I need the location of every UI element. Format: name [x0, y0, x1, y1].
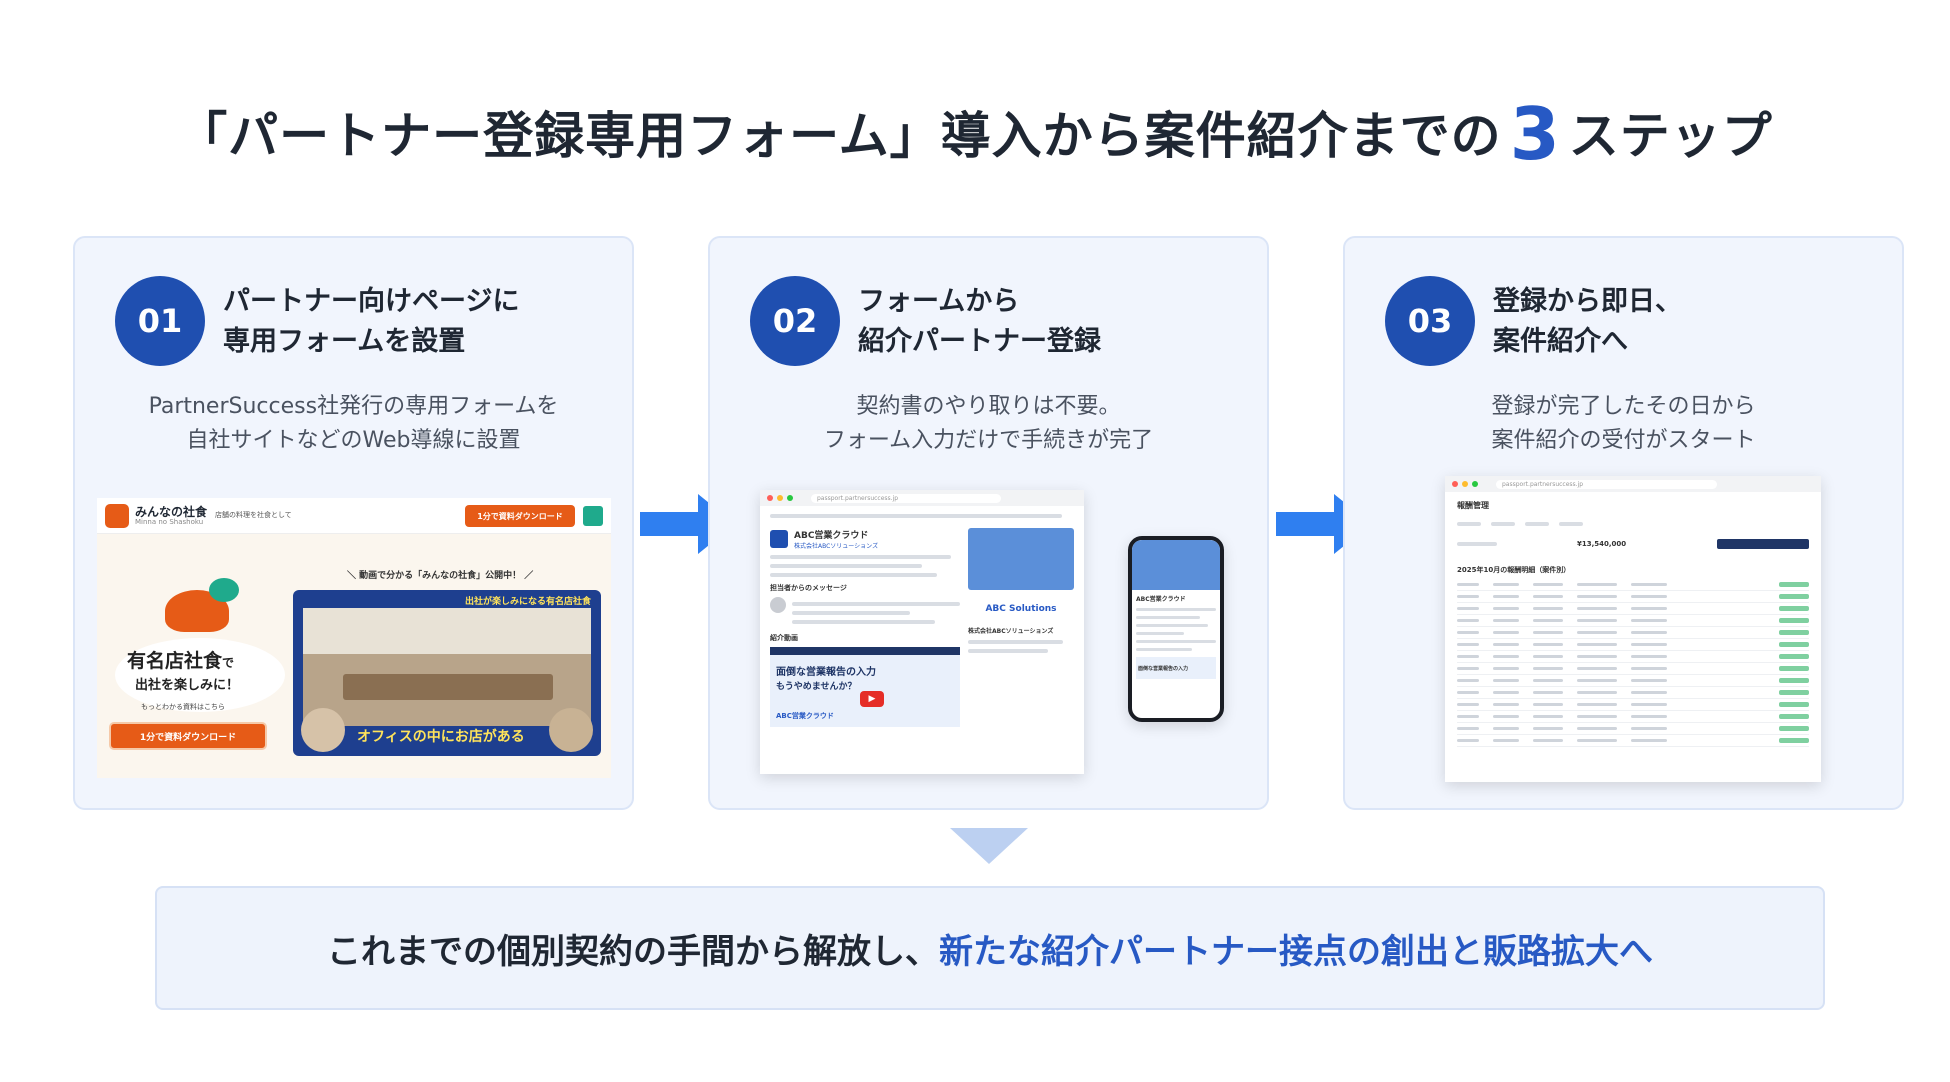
step-card-02: 02 フォームから 紹介パートナー登録 契約書のやり取りは不要。 フォーム入力だ… [708, 236, 1269, 810]
avatar [770, 597, 786, 613]
step-desc-line2: フォーム入力だけで手続きが完了 [823, 428, 1154, 453]
phone-product: ABC営業クラウド [1136, 596, 1186, 603]
video-subtitle: オフィスの中にお店がある [357, 729, 525, 745]
product-logo-icon [770, 530, 788, 548]
site-logo: みんなの社食 [135, 505, 208, 519]
dashboard-title: 報酬管理 [1457, 501, 1489, 510]
title-number: 3 [1509, 92, 1561, 176]
speaker-avatar-right [549, 708, 593, 752]
step-card-01: 01 パートナー向けページに 専用フォームを設置 PartnerSuccess社… [73, 236, 634, 810]
table-row [1457, 639, 1809, 651]
table-row [1457, 711, 1809, 723]
product-banner [968, 528, 1074, 590]
table-row [1457, 627, 1809, 639]
logo-icon [105, 504, 129, 528]
step-desc-line1: 契約書のやり取りは不要。 [856, 394, 1121, 419]
banner-text: これまでの個別契約の手間から解放し、 [327, 931, 939, 972]
browser-bar: passport.partnersuccess.jp [760, 490, 1084, 506]
title-suffix: ステップ [1568, 107, 1773, 165]
hero-headline: 有名店社食で [127, 646, 234, 673]
promo-brand: ABC営業クラウド [776, 712, 834, 720]
promo-sub: もうやめませんか？ [776, 682, 857, 692]
reward-table [1457, 579, 1809, 747]
hero-headline-main: 有名店社食 [127, 650, 223, 672]
step-desc-line2: 自社サイトなどのWeb導線に設置 [186, 428, 521, 453]
side-logo: ABC Solutions [985, 604, 1057, 614]
cta-download-button[interactable]: 1分で資料ダウンロード [109, 722, 267, 750]
step-badge: 01 [115, 276, 205, 366]
table-row [1457, 699, 1809, 711]
step-description: 登録が完了したその日から 案件紹介の受付がスタート [1345, 390, 1902, 458]
table-row [1457, 603, 1809, 615]
table-row [1457, 723, 1809, 735]
section-message: 担当者からのメッセージ [770, 584, 847, 592]
company-name: 株式会社ABCソリューションズ [794, 543, 879, 550]
hero-subline: 出社を楽しみに！ [135, 678, 240, 693]
arrow-down-icon [950, 828, 1028, 864]
step-heading-line1: パートナー向けページに [223, 286, 520, 317]
phone-promo: 面倒な営業報告の入力 [1138, 666, 1189, 672]
reward-amount: ¥13,540,000 [1577, 540, 1627, 548]
reward-dashboard-screenshot: passport.partnersuccess.jp 報酬管理 ¥13,540,… [1445, 476, 1821, 782]
speaker-avatar-left [301, 708, 345, 752]
table-row [1457, 591, 1809, 603]
video-caption: ＼ 動画で分かる「みんなの社食」公開中！ ／ [347, 571, 534, 581]
summary-banner: これまでの個別契約の手間から解放し、新たな紹介パートナー接点の創出と販路拡大へ [155, 886, 1825, 1010]
step-desc-line1: 登録が完了したその日から [1491, 394, 1756, 419]
play-icon[interactable]: ▶ [860, 691, 884, 707]
step-heading-line1: フォームから [858, 286, 1020, 317]
site-tagline: 店舗の料理を社食として [215, 511, 292, 519]
browser-url: passport.partnersuccess.jp [1496, 479, 1718, 489]
step-badge: 03 [1385, 276, 1475, 366]
more-link[interactable]: もっとわかる資料はこちら [141, 703, 225, 711]
headline-bubble [115, 638, 285, 712]
browser-bar: passport.partnersuccess.jp [1445, 476, 1821, 492]
table-row [1457, 687, 1809, 699]
phone-banner [1132, 540, 1220, 590]
table-row [1457, 651, 1809, 663]
dashboard-action-button[interactable] [1717, 539, 1809, 549]
form-desktop-screenshot: passport.partnersuccess.jp ABC営業クラウド 株式会… [760, 490, 1084, 774]
section-video: 紹介動画 [770, 634, 798, 642]
title-main: 「パートナー登録専用フォーム」導入から案件紹介までの [177, 107, 1502, 165]
header-download-button[interactable]: 1分で資料ダウンロード [465, 505, 575, 527]
hero-headline-suffix: で [222, 656, 235, 670]
step-card-03: 03 登録から即日、 案件紹介へ 登録が完了したその日から 案件紹介の受付がスタ… [1343, 236, 1904, 810]
video-frame [303, 608, 591, 726]
video-title: 出社が楽しみになる有名店社食 [464, 597, 591, 607]
form-phone-screenshot: ABC営業クラウド 面倒な営業報告の入力 [1128, 536, 1224, 722]
menu-icon[interactable] [583, 506, 603, 526]
step-heading-line1: 登録から即日、 [1493, 286, 1682, 317]
site-logo-sub: Minna no Shashoku [135, 518, 204, 526]
step-desc-line1: PartnerSuccess社発行の専用フォームを [148, 394, 559, 419]
step-description: 契約書のやり取りは不要。 フォーム入力だけで手続きが完了 [710, 390, 1267, 458]
partner-site-screenshot: みんなの社食 Minna no Shashoku 店舗の料理を社食として 1分で… [97, 498, 611, 778]
step-heading: 登録から即日、 案件紹介へ [1493, 282, 1682, 362]
table-row [1457, 615, 1809, 627]
step-heading-line2: 案件紹介へ [1493, 326, 1628, 357]
step-heading-line2: 紹介パートナー登録 [858, 326, 1101, 357]
banner-highlight: 新たな紹介パートナー接点の創出と販路拡大へ [939, 931, 1653, 972]
product-name: ABC営業クラウド [794, 531, 869, 541]
video-player[interactable]: 出社が楽しみになる有名店社食 オフィスの中にお店がある [293, 590, 601, 756]
side-company: 株式会社ABCソリューションズ [968, 628, 1054, 635]
step-heading: フォームから 紹介パートナー登録 [858, 282, 1101, 362]
heart-bubble-icon [209, 578, 239, 602]
step-badge: 02 [750, 276, 840, 366]
step-desc-line2: 案件紹介の受付がスタート [1491, 428, 1756, 453]
promo-title: 面倒な営業報告の入力 [776, 667, 876, 678]
step-heading-line2: 専用フォームを設置 [223, 326, 466, 357]
browser-url: passport.partnersuccess.jp [811, 493, 1002, 503]
table-row [1457, 675, 1809, 687]
site-header: みんなの社食 Minna no Shashoku 店舗の料理を社食として 1分で… [97, 498, 611, 534]
promo-video[interactable]: 面倒な営業報告の入力 もうやめませんか？ ▶ ABC営業クラウド [770, 655, 960, 727]
step-description: PartnerSuccess社発行の専用フォームを 自社サイトなどのWeb導線に… [75, 390, 632, 458]
table-title: 2025年10月の報酬明細（案件別） [1457, 566, 1571, 574]
table-row [1457, 579, 1809, 591]
table-row [1457, 735, 1809, 747]
table-row [1457, 663, 1809, 675]
step-heading: パートナー向けページに 専用フォームを設置 [223, 282, 519, 362]
